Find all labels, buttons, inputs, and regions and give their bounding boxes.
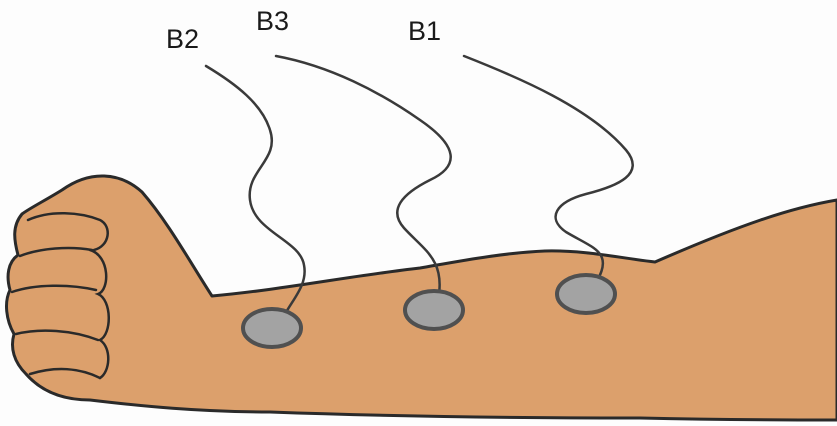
electrode-b2 — [243, 309, 301, 347]
label-b3: B3 — [256, 6, 289, 36]
wire-b3 — [276, 56, 451, 300]
wire-b2 — [206, 66, 305, 316]
electrode-b3 — [405, 291, 463, 329]
label-b2: B2 — [166, 24, 199, 54]
electrode-b1 — [557, 275, 615, 313]
label-b1: B1 — [408, 16, 441, 46]
